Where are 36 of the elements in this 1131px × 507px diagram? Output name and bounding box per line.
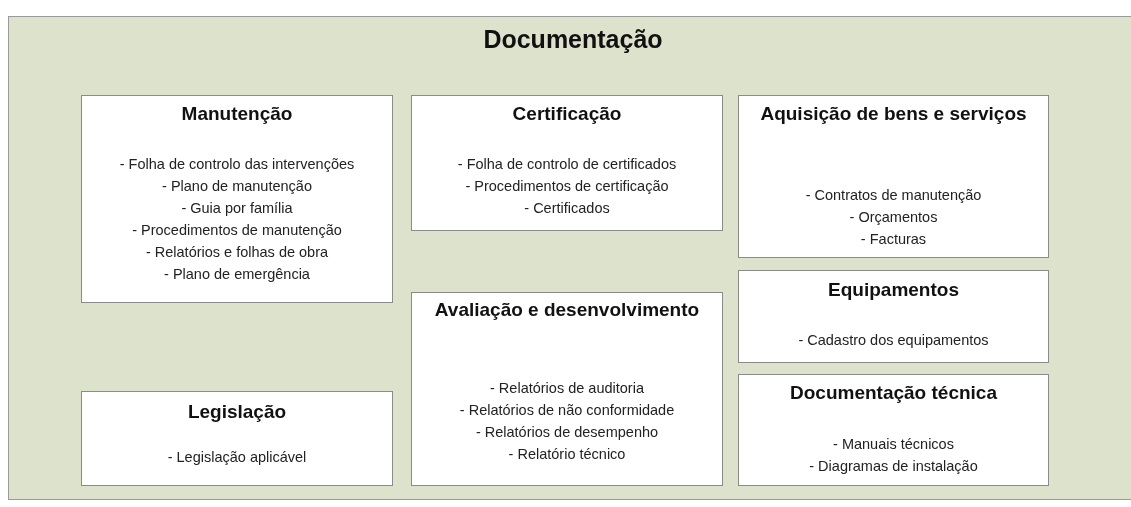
panel-title: Documentação: [482, 25, 664, 54]
list-item: - Relatórios de auditoria: [489, 379, 645, 398]
card-heading: Manutenção: [180, 102, 294, 126]
list-item: - Guia por família: [180, 199, 294, 218]
category-card: [738, 270, 1049, 363]
list-item: - Relatórios e folhas de obra: [144, 243, 330, 262]
category-card: [81, 391, 393, 486]
card-heading: Equipamentos: [827, 278, 960, 302]
list-item: - Relatórios de desempenho: [474, 423, 660, 442]
list-item: - Legislação aplicável: [166, 448, 308, 467]
card-heading: Legislação: [186, 400, 288, 424]
list-item: - Diagramas de instalação: [808, 457, 979, 476]
list-item: - Folha de controlo das intervenções: [118, 155, 356, 174]
list-item: - Orçamentos: [848, 208, 939, 227]
category-card: [738, 95, 1049, 258]
list-item: - Plano de emergência: [163, 265, 311, 284]
card-heading: Certificação: [511, 102, 623, 126]
category-card: [81, 95, 393, 303]
documentation-panel: [8, 16, 1131, 500]
list-item: - Cadastro dos equipamentos: [797, 331, 990, 350]
category-card: [738, 374, 1049, 486]
card-heading: Aquisição de bens e serviços: [759, 102, 1028, 126]
list-item: - Manuais técnicos: [832, 435, 955, 454]
list-item: - Relatórios de não conformidade: [458, 401, 676, 420]
list-item: - Plano de manutenção: [161, 177, 313, 196]
list-item: - Folha de controlo de certificados: [456, 155, 678, 174]
category-card: [411, 95, 723, 231]
list-item: - Certificados: [523, 199, 611, 218]
list-item: - Facturas: [859, 230, 928, 249]
list-item: - Relatório técnico: [507, 445, 627, 464]
category-card: [411, 292, 723, 486]
card-heading: Documentação técnica: [789, 381, 998, 405]
card-heading: Avaliação e desenvolvimento: [433, 298, 701, 322]
list-item: - Contratos de manutenção: [804, 186, 983, 205]
list-item: - Procedimentos de manutenção: [131, 221, 343, 240]
list-item: - Procedimentos de certificação: [464, 177, 670, 196]
